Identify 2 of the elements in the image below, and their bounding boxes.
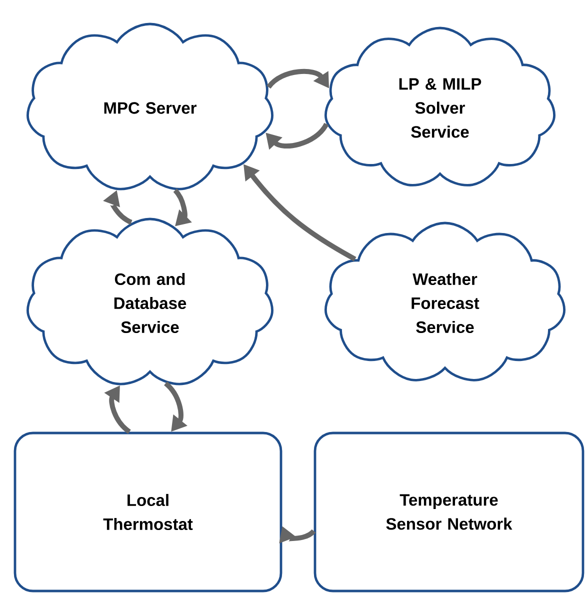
rounded-box: Temperature Sensor Network xyxy=(314,432,584,592)
rounded-box: Local Thermostat xyxy=(14,432,282,592)
